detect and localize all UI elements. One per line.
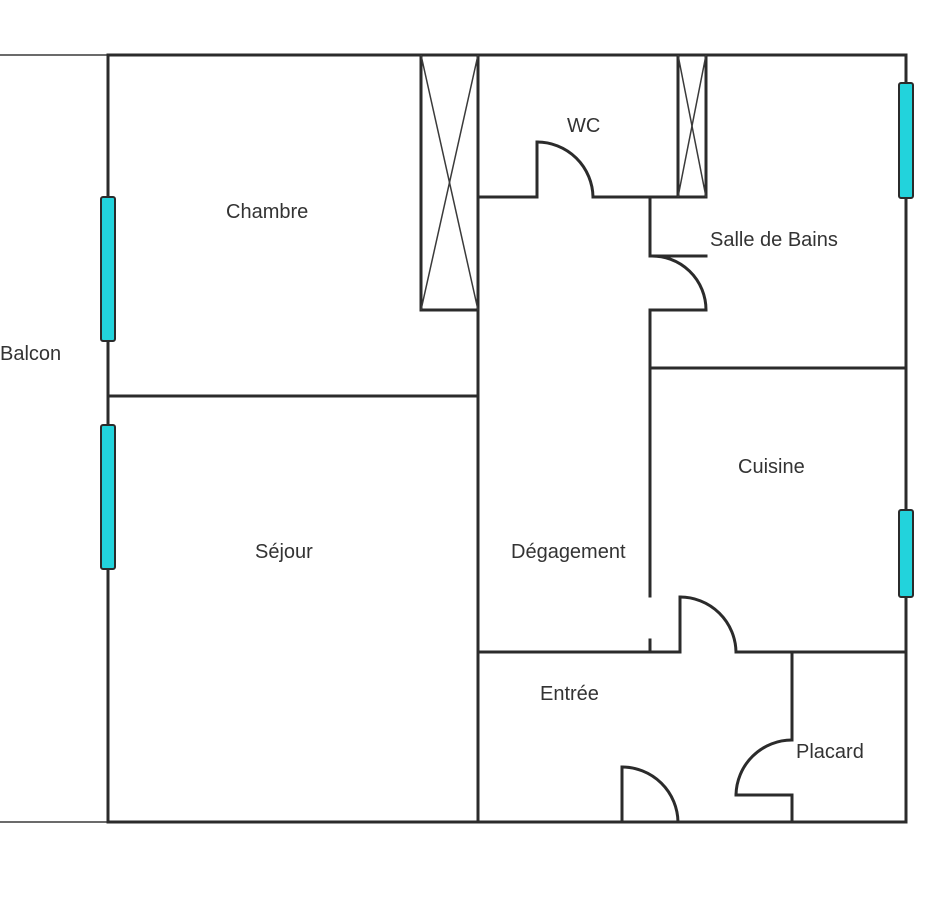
label-entree: Entrée (540, 683, 599, 705)
balcony-outline (0, 54, 108, 823)
door-entree (620, 765, 680, 824)
windows (100, 82, 914, 598)
cupboard-chambre (419, 53, 480, 312)
label-chambre: Chambre (226, 201, 308, 223)
label-wc: WC (567, 115, 600, 137)
label-cuisine: Cuisine (738, 456, 805, 478)
exterior-walls (106, 53, 908, 824)
window-chambre (100, 196, 116, 342)
interior-walls (106, 53, 908, 824)
cupboard-wc (676, 53, 708, 199)
door-placard (734, 738, 794, 797)
window-sejour (100, 424, 116, 570)
door-salle-de-bains (648, 254, 708, 312)
label-sejour: Séjour (255, 541, 313, 563)
label-degagement: Dégagement (511, 541, 626, 563)
door-wc (535, 140, 595, 199)
label-placard: Placard (796, 741, 864, 763)
door-cuisine (678, 595, 738, 654)
room-labels: Balcon Chambre WC Salle de Bains Séjour … (0, 115, 864, 763)
label-balcon: Balcon (0, 343, 61, 365)
window-cuisine (898, 509, 914, 598)
label-salle-de-bains: Salle de Bains (710, 229, 838, 251)
window-salle-de-bains (898, 82, 914, 199)
